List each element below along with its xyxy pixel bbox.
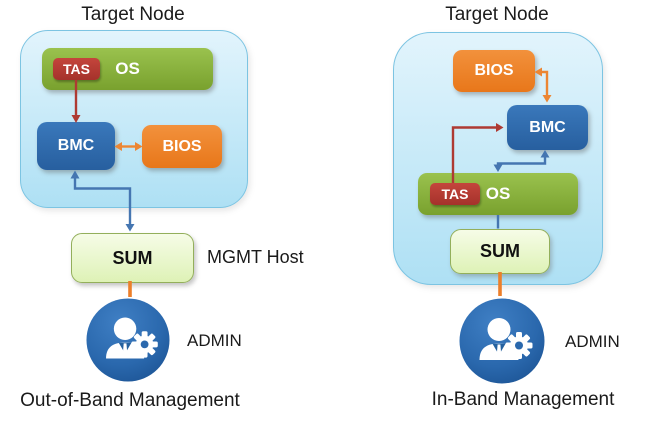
person-head	[113, 317, 137, 340]
right-bios-label: BIOS	[474, 62, 514, 79]
left-sum-label: SUM	[112, 247, 153, 268]
right-bios-box: BIOS	[453, 50, 535, 92]
right-bmc-box: BMC	[507, 105, 588, 150]
left-tas-badge: TAS	[53, 58, 100, 80]
admin-user-gear-icon	[459, 298, 545, 384]
right-admin-icon-wrap	[459, 298, 545, 384]
left-bmc-label: BMC	[57, 137, 95, 154]
left-admin-icon-wrap	[86, 298, 170, 382]
tie	[122, 343, 128, 359]
right-tas-label: TAS	[441, 186, 469, 202]
admin-user-gear-icon	[86, 298, 170, 382]
right-tas-badge: TAS	[430, 183, 480, 205]
right-diagram-title: Target Node	[445, 4, 549, 25]
left-caption: Out-of-Band Management	[20, 390, 240, 411]
left-bios-label: BIOS	[162, 137, 202, 155]
left-bios-box: BIOS	[142, 125, 222, 168]
right-admin-label: ADMIN	[565, 332, 620, 351]
right-caption: In-Band Management	[431, 389, 615, 410]
left-admin-label: ADMIN	[187, 331, 242, 350]
mgmt-host-label: MGMT Host	[207, 247, 304, 267]
left-sum-box: SUM	[71, 233, 194, 283]
tie	[496, 344, 502, 360]
person-head	[487, 318, 511, 341]
right-os-label: OS	[485, 184, 511, 203]
admin-circle	[86, 298, 170, 382]
left-bmc-box: BMC	[37, 122, 115, 170]
left-os-label: OS	[115, 59, 140, 78]
left-diagram-title: Target Node	[81, 4, 185, 25]
right-sum-box: SUM	[450, 229, 550, 274]
right-bmc-label: BMC	[529, 118, 566, 136]
left-tas-label: TAS	[63, 61, 90, 77]
admin-circle	[459, 298, 545, 384]
gear-icon	[131, 331, 158, 358]
right-sum-label: SUM	[480, 241, 520, 261]
gear-icon	[505, 332, 533, 359]
